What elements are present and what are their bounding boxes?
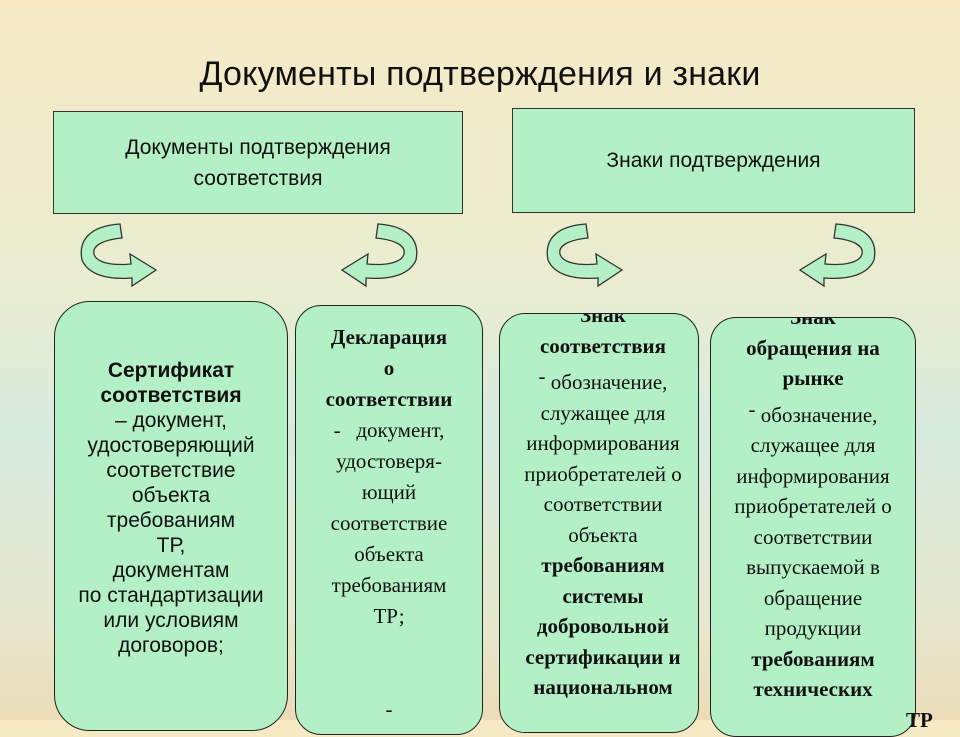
market-text: соответствии	[753, 524, 873, 549]
certificate-text: документам	[112, 559, 230, 582]
declaration-heading: о	[383, 356, 395, 380]
market-text: служащее для	[750, 433, 876, 457]
certificate-text: по стандартизации	[78, 584, 264, 607]
market-clipped-tail: ТР	[906, 708, 933, 732]
market-heading: Знак	[790, 317, 836, 329]
conformity-text: объекта	[568, 522, 638, 547]
conformity-text: обозначение,	[550, 370, 668, 394]
declaration-card: Декларация о соответствии - документ, уд…	[295, 305, 483, 735]
signs-box: Знаки подтверждения	[512, 108, 915, 213]
documents-box-label: Документы подтверждения соответствия	[125, 135, 391, 190]
conformity-first-line: - обозначение,	[500, 361, 700, 398]
conformity-bold-text: сертификации и	[525, 644, 681, 669]
market-sign-card: Знак обращения на рынке - обозначение, с…	[710, 317, 916, 737]
market-text: выпускаемой в	[746, 555, 880, 579]
certificate-text: – документ,	[115, 409, 227, 432]
market-text: информирования	[736, 463, 890, 488]
conformity-bold-text: добровольной	[536, 614, 670, 638]
curved-arrow-icon	[546, 223, 624, 288]
certificate-heading: соответствия	[100, 384, 242, 407]
market-heading: рынке	[782, 366, 844, 390]
certificate-text: договоров;	[118, 634, 224, 657]
certificate-text: ТР,	[156, 534, 186, 557]
certificate-card: Сертификат соответствия – документ, удос…	[54, 301, 288, 731]
certificate-text: удостоверяющий	[87, 434, 255, 457]
market-text: приобретателей о	[734, 494, 892, 518]
curved-arrow-icon	[80, 223, 158, 288]
conformity-text: приобретателей о	[524, 461, 682, 486]
market-bold-text: требованиям	[751, 646, 875, 671]
certificate-heading: Сертификат	[107, 359, 235, 382]
curved-arrow-icon	[340, 223, 418, 288]
curved-arrow-icon	[798, 223, 876, 288]
declaration-first-line: - документ,	[296, 415, 482, 446]
declaration-text: документ,	[356, 418, 445, 442]
dash-marker: -	[538, 364, 546, 388]
declaration-text: ТР;	[373, 604, 405, 628]
conformity-bold-text: системы	[562, 583, 644, 608]
conformity-sign-card: Знак соответствия - обозначение, служаще…	[499, 313, 699, 733]
conformity-bold-text: требованиям	[541, 553, 665, 577]
declaration-heading: Декларация	[330, 325, 448, 349]
conformity-text: информирования	[526, 431, 680, 455]
declaration-heading: соответствии	[325, 387, 453, 411]
conformity-text: соответствии	[543, 492, 663, 516]
market-text: обращение	[763, 585, 863, 610]
declaration-text: удостоверя-	[336, 449, 442, 473]
conformity-heading: Знак	[580, 314, 626, 327]
market-bold-text: технических	[753, 677, 873, 701]
declaration-text: объекта	[354, 542, 424, 566]
market-text: обозначение,	[760, 402, 878, 427]
conformity-heading: соответствия	[539, 333, 667, 358]
dash-marker: -	[333, 418, 341, 442]
conformity-text: служащее для	[540, 400, 666, 425]
documents-box: Документы подтверждения соответствия	[53, 111, 463, 214]
certificate-text: или условиям	[103, 609, 239, 632]
dash-marker: -	[748, 396, 756, 421]
declaration-text: соответствие	[330, 511, 448, 535]
certificate-text: соответствие	[106, 459, 236, 482]
signs-box-label: Знаки подтверждения	[606, 149, 821, 172]
declaration-text: требованиям	[331, 573, 447, 597]
market-heading: обращения на	[746, 335, 880, 360]
market-first-line: - обозначение,	[711, 394, 915, 431]
declaration-text: ющий	[361, 480, 417, 504]
certificate-text: требованиям	[106, 509, 236, 532]
conformity-bold-text: национальном	[533, 675, 673, 699]
certificate-text: объекта	[131, 484, 211, 507]
slide-title: Документы подтверждения и знаки	[199, 55, 761, 93]
dash-marker: -	[385, 697, 393, 721]
market-text: продукции	[764, 616, 862, 640]
